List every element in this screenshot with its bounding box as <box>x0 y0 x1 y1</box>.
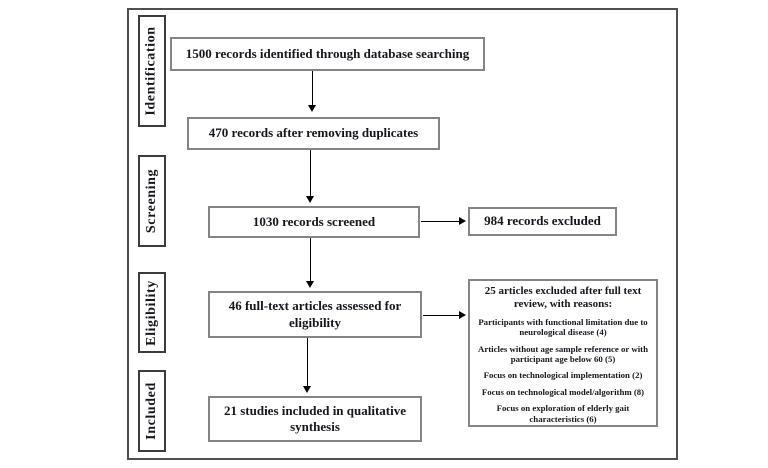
stage-label-included: Included <box>138 370 166 452</box>
arrow-down-screened-to-fulltext <box>305 238 315 288</box>
stage-label-screening-text: Screening <box>144 168 160 234</box>
arrow-shaft <box>311 71 313 105</box>
stage-label-eligibility: Eligibility <box>138 272 166 353</box>
exclusion-reasons-title: 25 articles excluded after full text rev… <box>484 285 642 310</box>
box-included-qualitative-text: 21 studies included in qualitative synth… <box>223 402 407 434</box>
arrow-down-dedup-to-screened <box>305 150 315 203</box>
exclusion-reason-2: Articles without age sample reference or… <box>477 343 649 364</box>
box-fulltext-assessed-text: 46 full-text articles assessed for eligi… <box>228 298 402 330</box>
arrow-head-down-icon <box>306 281 314 288</box>
stage-label-identification: Identification <box>138 15 166 127</box>
box-records-excluded-text: 984 records excluded <box>484 213 601 229</box>
arrow-down-fulltext-to-included <box>302 338 312 393</box>
arrow-right-fulltext-to-reasons <box>423 310 466 320</box>
stage-label-identification-text: Identification <box>144 26 160 116</box>
box-records-after-duplicates-text: 470 records after removing duplicates <box>208 125 419 141</box>
box-records-screened-text: 1030 records screened <box>252 213 376 229</box>
exclusion-reason-3: Focus on technological implementation (2… <box>483 370 643 381</box>
arrow-head-right-icon <box>459 217 466 225</box>
arrow-head-down-icon <box>308 105 316 112</box>
arrow-shaft <box>309 238 311 281</box>
box-records-identified-text: 1500 records identified through database… <box>185 45 470 61</box>
stage-label-eligibility-text: Eligibility <box>144 279 160 346</box>
arrow-shaft <box>421 220 459 222</box>
arrow-down-identified-to-dedup <box>307 71 317 112</box>
arrow-right-screened-to-excluded <box>421 216 466 226</box>
box-records-after-duplicates: 470 records after removing duplicates <box>187 117 440 150</box>
exclusion-reason-5: Focus on exploration of elderly gait cha… <box>496 403 630 424</box>
arrow-shaft <box>423 314 459 316</box>
box-records-identified: 1500 records identified through database… <box>170 37 485 71</box>
arrow-shaft <box>309 150 311 196</box>
stage-label-included-text: Included <box>144 382 159 440</box>
box-fulltext-assessed: 46 full-text articles assessed for eligi… <box>208 291 422 338</box>
arrow-head-down-icon <box>306 196 314 203</box>
arrow-head-down-icon <box>303 386 311 393</box>
box-included-qualitative: 21 studies included in qualitative synth… <box>208 396 422 442</box>
stage-label-screening: Screening <box>138 155 166 247</box>
exclusion-reason-1: Participants with functional limitation … <box>478 316 648 337</box>
arrow-shaft <box>306 338 308 386</box>
box-fulltext-exclusion-reasons: 25 articles excluded after full text rev… <box>468 279 658 427</box>
box-records-excluded: 984 records excluded <box>468 207 617 236</box>
arrow-head-right-icon <box>459 311 466 319</box>
exclusion-reason-4: Focus on technological model/algorithm (… <box>481 386 645 397</box>
box-records-screened: 1030 records screened <box>208 206 420 238</box>
